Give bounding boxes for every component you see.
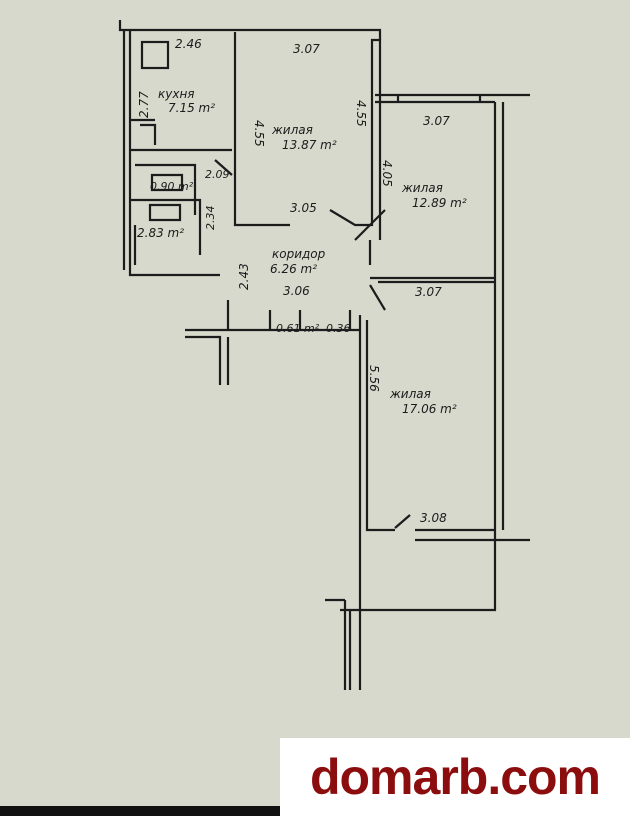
living3-area: 17.06 m² — [402, 402, 457, 416]
watermark: domarb.com — [280, 738, 630, 816]
labels: 2.46 кухня 7.15 m² 2.77 3.07 4.55 4.55 ж… — [137, 37, 467, 525]
living1-right: 4.55 — [354, 100, 368, 127]
living1-top: 3.07 — [293, 42, 320, 56]
living2-name: жилая — [401, 181, 443, 195]
living1-bottom: 3.05 — [290, 201, 317, 215]
kitchen-area: 7.15 m² — [168, 101, 215, 115]
bathroom-dim: 2.34 — [204, 206, 217, 231]
toilet-dim: 2.09 — [205, 168, 230, 181]
corridor-width: 3.06 — [283, 284, 310, 298]
closet2-area: 0.36 — [326, 322, 351, 335]
living2-area: 12.89 m² — [412, 196, 467, 210]
living1-left: 4.55 — [252, 120, 266, 147]
walls — [118, 20, 530, 690]
bathroom-area: 2.83 m² — [137, 226, 184, 240]
watermark-text: domarb.com — [309, 749, 601, 805]
living2-top: 3.07 — [423, 114, 450, 128]
closet1-area: 0.61 m² — [276, 322, 320, 335]
living1-name: жилая — [271, 123, 313, 137]
living3-bottom: 3.08 — [420, 511, 447, 525]
living1-area: 13.87 m² — [282, 138, 337, 152]
kitchen-name: кухня — [158, 87, 195, 101]
toilet-area: 0.90 m² — [150, 180, 194, 193]
kitchen-width: 2.46 — [175, 37, 202, 51]
corridor-name: коридор — [272, 247, 326, 261]
bottom-edge — [0, 806, 280, 816]
kitchen-depth: 2.77 — [137, 91, 151, 118]
corridor-side: 2.43 — [237, 263, 251, 290]
corridor-area: 6.26 m² — [270, 262, 317, 276]
living3-name: жилая — [389, 387, 431, 401]
living3-left: 5.56 — [367, 365, 381, 392]
living3-top: 3.07 — [415, 285, 442, 299]
living2-left: 4.05 — [380, 160, 394, 187]
